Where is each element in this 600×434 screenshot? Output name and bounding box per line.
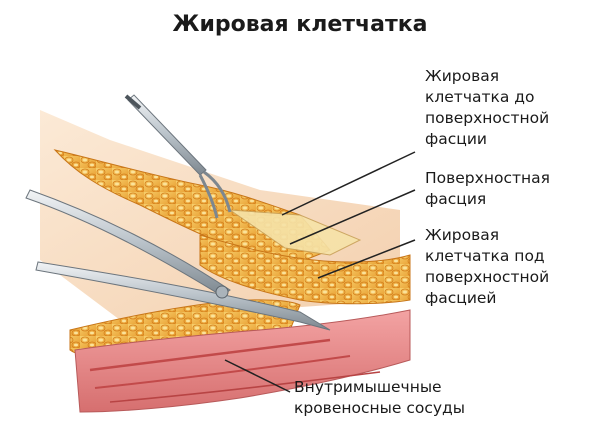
- label-line: кровеносные сосуды: [294, 399, 465, 417]
- muscle-layer: [74, 309, 411, 413]
- diagram-title: Жировая клетчатка: [172, 12, 428, 37]
- blood-vessel: [89, 338, 331, 372]
- label-intramuscular-vessels: Внутримышечные кровеносные сосуды: [294, 377, 594, 419]
- label-line: поверхностной: [425, 268, 550, 286]
- pointer-line-fat-below: [317, 239, 416, 279]
- label-line: фасцией: [425, 289, 497, 307]
- superficial-fascia: [228, 209, 362, 256]
- pointer-line-fat-above: [281, 151, 416, 216]
- label-line: Поверхностная: [425, 169, 550, 187]
- pointer-line-vessels: [224, 359, 291, 393]
- label-fat-above-fascia: Жировая клетчатка до поверхностной фасци…: [425, 66, 595, 150]
- label-superficial-fascia: Поверхностная фасция: [425, 168, 595, 210]
- label-line: клетчатка под: [425, 247, 545, 265]
- label-line: Жировая: [425, 226, 500, 244]
- scissors-instrument: [25, 189, 331, 331]
- label-fat-below-fascia: Жировая клетчатка под поверхностной фасц…: [425, 225, 595, 309]
- blood-vessel: [94, 355, 351, 389]
- label-line: поверхностной: [425, 109, 550, 127]
- lower-fat-layer: [199, 234, 411, 305]
- retractor-instrument: [124, 94, 232, 219]
- label-line: фасции: [425, 130, 487, 148]
- label-line: фасция: [425, 190, 487, 208]
- blood-vessel: [109, 371, 381, 403]
- label-line: Жировая: [425, 67, 500, 85]
- label-line: Внутримышечные: [294, 378, 442, 396]
- pointer-line-fascia: [289, 189, 416, 245]
- label-line: клетчатка до: [425, 88, 535, 106]
